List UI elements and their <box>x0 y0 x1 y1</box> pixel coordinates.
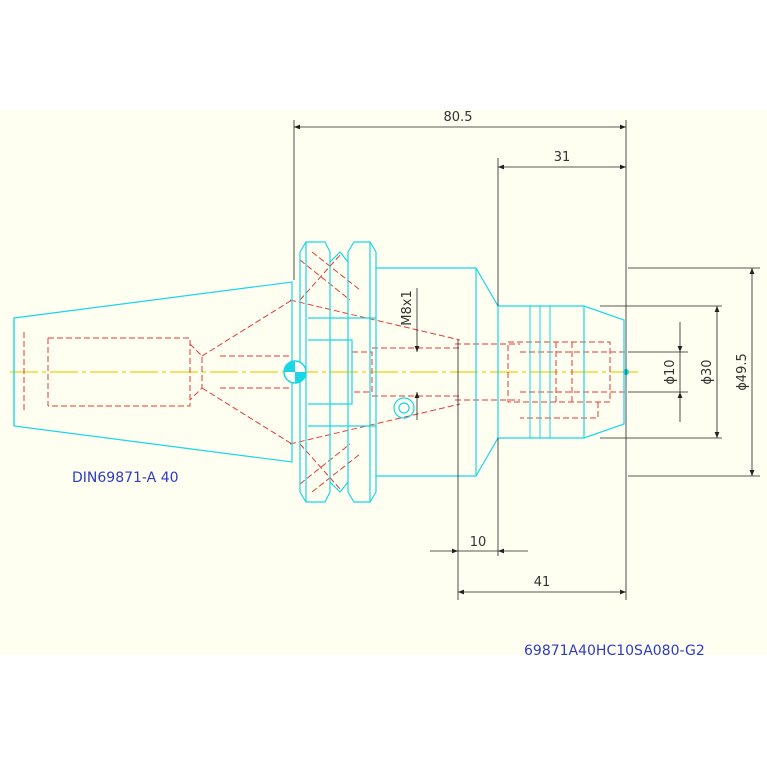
dim-body-diameter: ϕ49.5 <box>735 353 750 391</box>
drawing-sheet <box>0 110 767 655</box>
dim-thread: M8x1 <box>400 290 415 325</box>
body <box>376 267 499 477</box>
flange-left <box>299 241 331 503</box>
part-number-label: 69871A40HC10SA080-G2 <box>524 643 705 659</box>
dim-bore-diameter: ϕ10 <box>663 359 678 384</box>
dim-nose-diameter: ϕ30 <box>700 359 715 384</box>
dim-overall-length: 80.5 <box>444 110 473 125</box>
dim-step-length: 10 <box>470 535 487 550</box>
standard-label: DIN69871-A 40 <box>72 470 179 486</box>
dim-front-length: 31 <box>554 150 571 165</box>
hidden-lines <box>23 251 628 493</box>
tool-holder-outline <box>13 241 625 503</box>
dim-clamp-length: 41 <box>534 575 551 590</box>
flange-right <box>347 241 377 503</box>
coolant-hole <box>393 397 415 419</box>
datum-marker <box>283 360 307 384</box>
dimension-lines <box>293 120 760 600</box>
